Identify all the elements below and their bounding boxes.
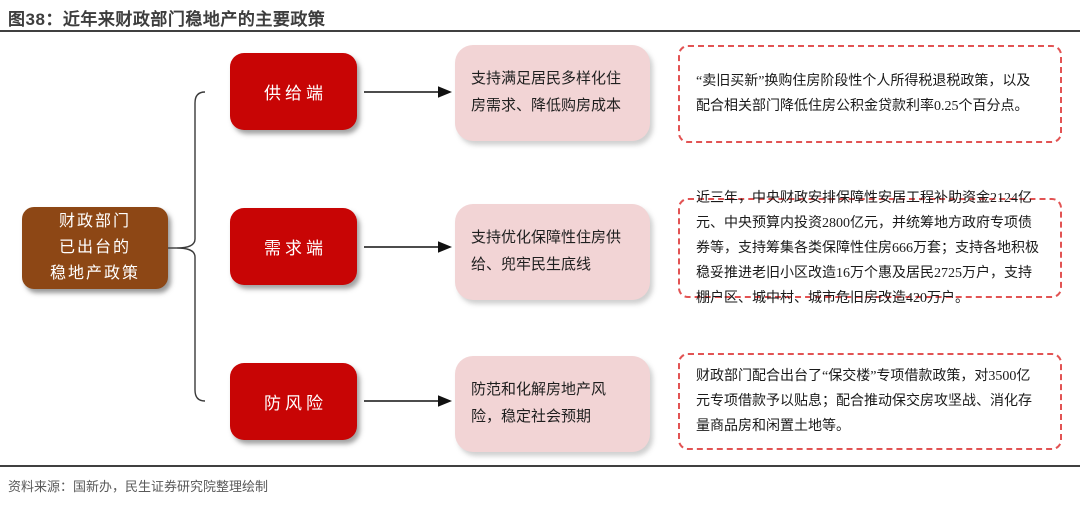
- detail-text-risk-prevention: 财政部门配合出台了“保交楼”专项借款政策，对3500亿元专项借款予以贴息；配合推…: [696, 369, 1032, 434]
- detail-text-supply-side: “卖旧买新”换购住房阶段性个人所得税退税政策，以及配合相关部门降低住房公积金贷款…: [696, 74, 1031, 114]
- summary-box-demand-side: 支持优化保障性住房供给、兜牢民生底线: [455, 204, 650, 300]
- brace-connector: [176, 91, 206, 402]
- source-attribution: 资料来源：国新办，民生证券研究院整理绘制: [8, 479, 269, 494]
- summary-box-supply-side: 支持满足居民多样化住房需求、降低购房成本: [455, 45, 650, 141]
- detail-box-supply-side: “卖旧买新”换购住房阶段性个人所得税退税政策，以及配合相关部门降低住房公积金贷款…: [678, 45, 1062, 143]
- top-divider: [0, 30, 1080, 32]
- branch-node-demand-side: 需求端: [230, 208, 357, 285]
- arrow-row-3: [364, 395, 452, 407]
- summary-box-risk-prevention: 防范和化解房地产风险，稳定社会预期: [455, 356, 650, 452]
- root-node-fiscal-policies: 财政部门 已出台的 稳地产政策: [22, 207, 168, 289]
- figure-title: 图38：近年来财政部门稳地产的主要政策: [8, 10, 326, 29]
- detail-text-demand-side: 近三年，中央财政安排保障性安居工程补助资金2124亿元、中央预算内投资2800亿…: [696, 190, 1039, 306]
- arrow-row-1: [364, 86, 452, 98]
- arrow-row-2: [364, 241, 452, 253]
- branch-node-supply-side: 供给端: [230, 53, 357, 130]
- bottom-divider: [0, 465, 1080, 467]
- detail-box-demand-side: 近三年，中央财政安排保障性安居工程补助资金2124亿元、中央预算内投资2800亿…: [678, 191, 1062, 306]
- detail-box-risk-prevention: 财政部门配合出台了“保交楼”专项借款政策，对3500亿元专项借款予以贴息；配合推…: [678, 353, 1062, 450]
- branch-node-risk-prevention: 防风险: [230, 363, 357, 440]
